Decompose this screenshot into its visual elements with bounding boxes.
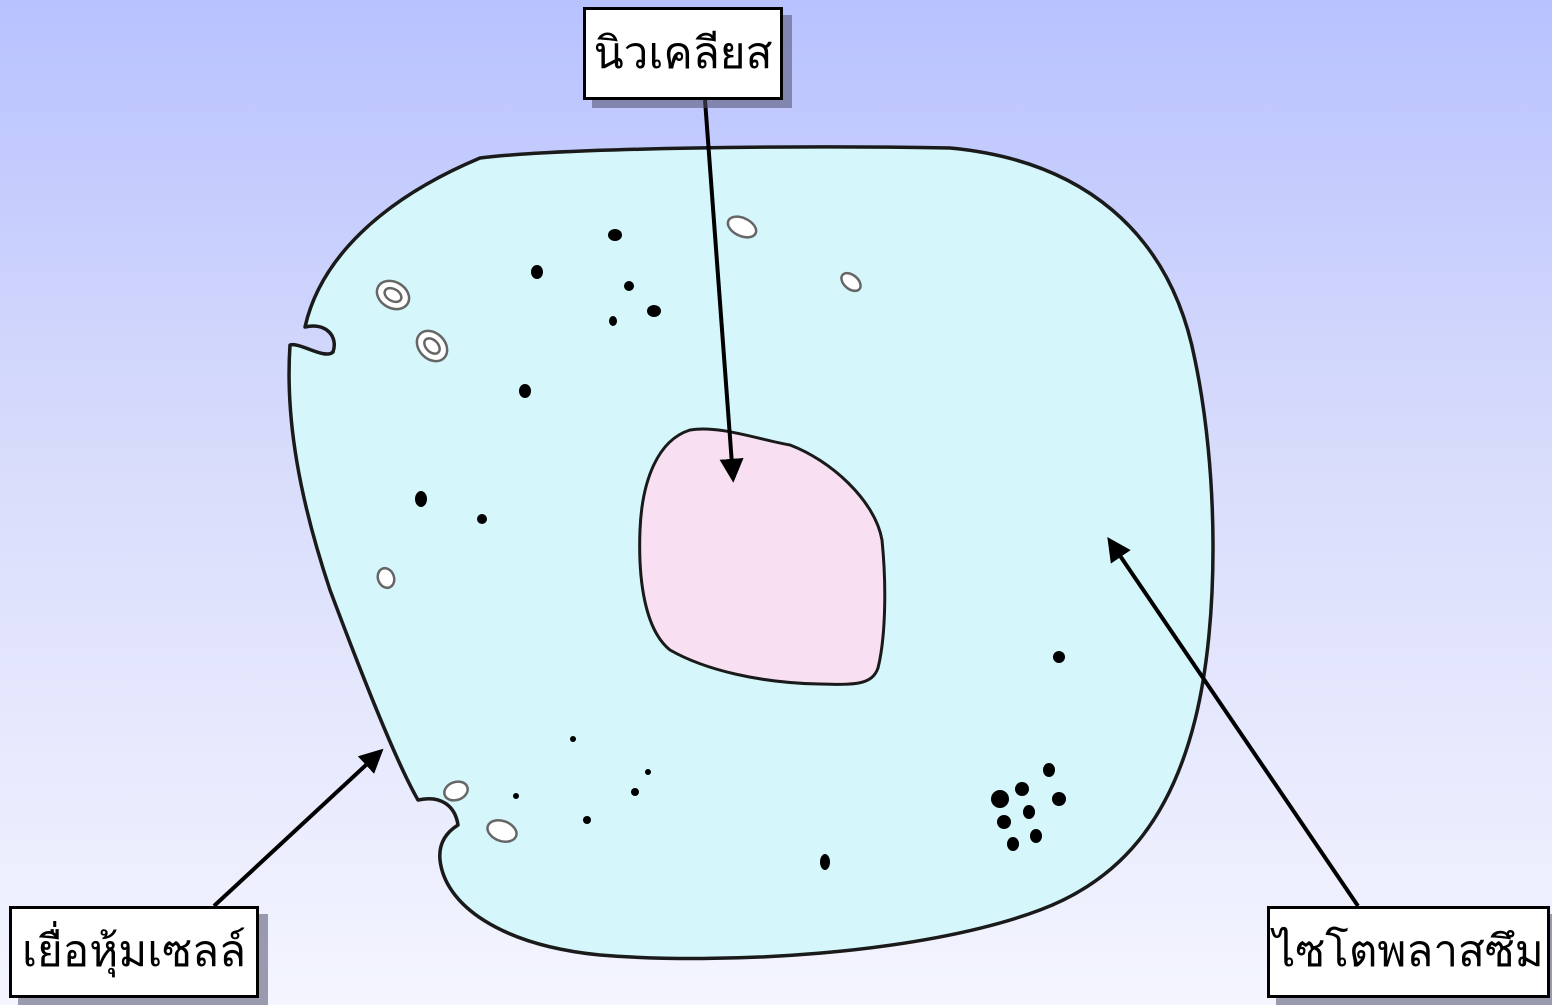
granule (1007, 837, 1019, 851)
granule (631, 788, 639, 796)
granule (645, 769, 651, 775)
cytoplasm-label-text: ไซโตพลาสซึม (1273, 930, 1544, 974)
granule (513, 793, 519, 799)
granule (583, 816, 591, 824)
granule (624, 281, 634, 291)
granule (991, 790, 1009, 808)
granule (1053, 651, 1065, 663)
granule (1030, 829, 1042, 843)
granule (820, 854, 830, 870)
granule (1015, 782, 1029, 796)
granule (609, 316, 617, 326)
granule (647, 305, 661, 317)
cell-membrane-label-text: เยื่อหุ้มเซลล์ (22, 930, 246, 974)
nucleus-label-text: นิวเคลียส (594, 32, 773, 76)
granule (1043, 763, 1055, 777)
granule (531, 265, 543, 279)
nucleus-label: นิวเคลียส (583, 7, 783, 100)
cytoplasm-label: ไซโตพลาสซึม (1267, 906, 1550, 998)
granule (570, 736, 576, 742)
granule (997, 815, 1011, 829)
granule (415, 491, 427, 507)
granule (519, 384, 531, 398)
cell-membrane-label: เยื่อหุ้มเซลล์ (9, 906, 259, 998)
granule (477, 514, 487, 524)
granule (608, 229, 622, 241)
granule (1052, 792, 1066, 806)
membrane-pointer-arrow (214, 752, 380, 906)
granule (1023, 805, 1035, 819)
